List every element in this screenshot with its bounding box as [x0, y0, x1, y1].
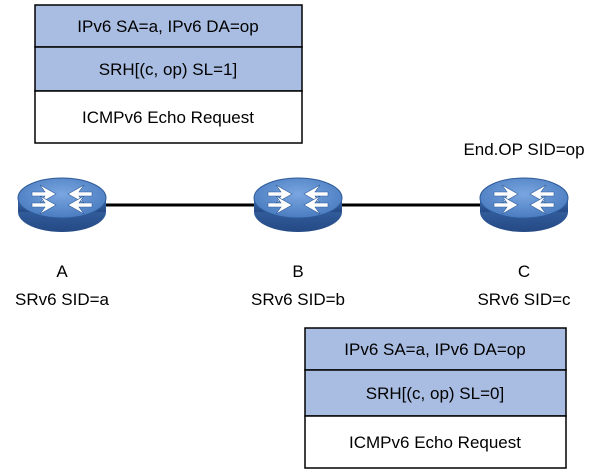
- packet-bottom-srh: SRH[(c, op) SL=0]: [366, 384, 504, 403]
- router-icon: [479, 177, 569, 233]
- packet-top: IPv6 SA=a, IPv6 DA=op SRH[(c, op) SL=1] …: [34, 4, 303, 144]
- node-b-name: B: [292, 262, 303, 281]
- node-a-sid: SRv6 SID=a: [15, 290, 110, 309]
- node-c-annotation: End.OP SID=op: [463, 140, 584, 159]
- node-c-sid: SRv6 SID=c: [477, 290, 571, 309]
- packet-bottom-ipv6-header: IPv6 SA=a, IPv6 DA=op: [344, 340, 525, 359]
- packet-top-payload: ICMPv6 Echo Request: [82, 108, 254, 127]
- router-icon: [17, 177, 107, 233]
- router-icon: [253, 177, 343, 233]
- packet-bottom-payload: ICMPv6 Echo Request: [349, 433, 521, 452]
- node-b-sid: SRv6 SID=b: [251, 290, 345, 309]
- packet-bottom: IPv6 SA=a, IPv6 DA=op SRH[(c, op) SL=0] …: [304, 327, 567, 469]
- packet-top-srh: SRH[(c, op) SL=1]: [99, 60, 237, 79]
- node-c-name: C: [518, 262, 530, 281]
- node-a-name: A: [56, 262, 68, 281]
- packet-top-ipv6-header: IPv6 SA=a, IPv6 DA=op: [77, 17, 258, 36]
